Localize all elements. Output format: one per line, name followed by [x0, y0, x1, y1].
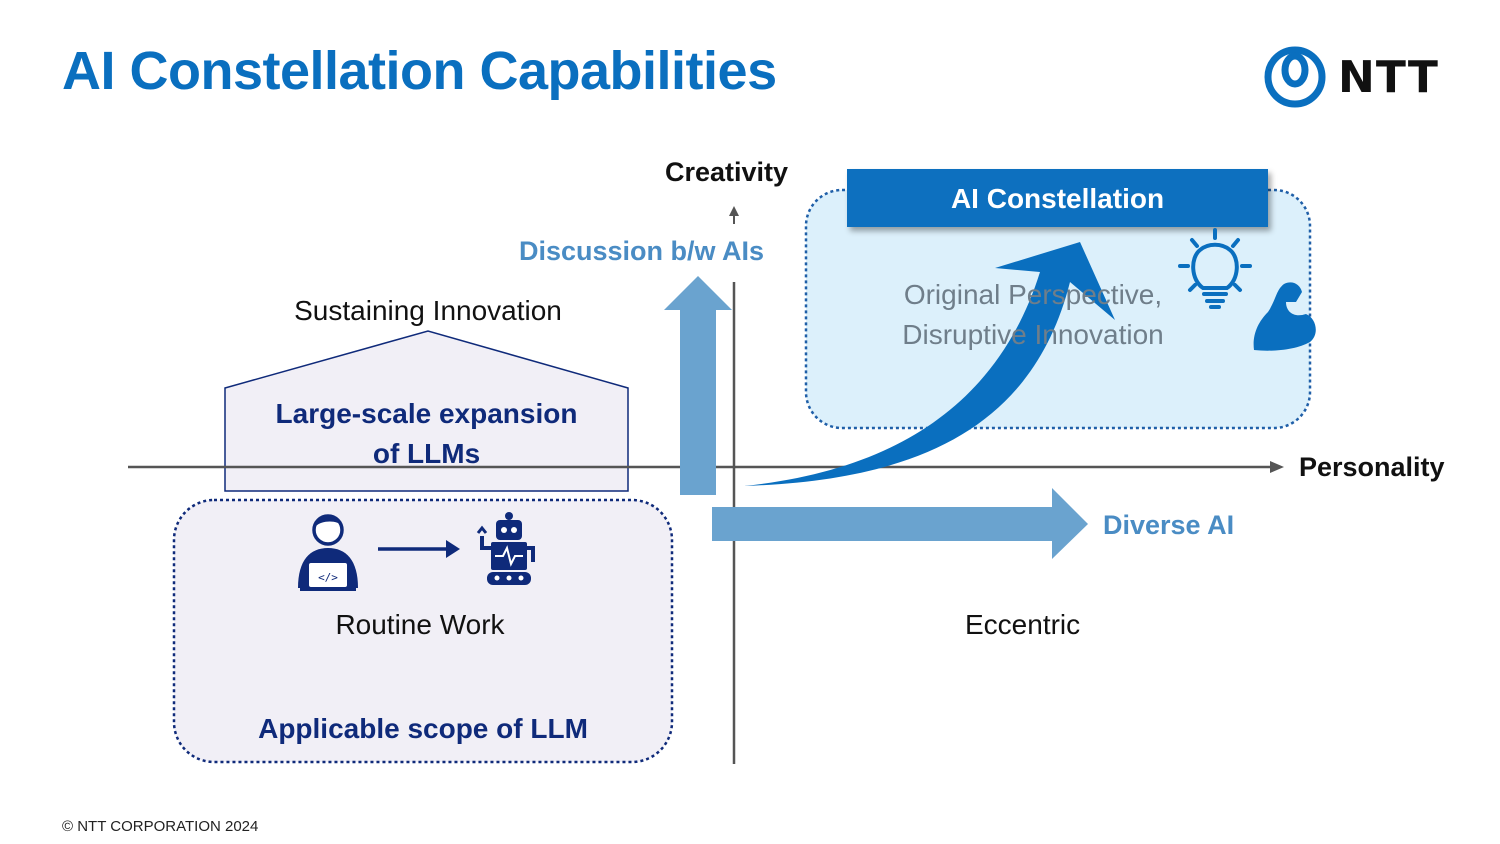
vertical-block-arrow	[664, 276, 732, 495]
y-axis-label: Creativity	[665, 157, 789, 187]
eccentric-label: Eccentric	[965, 609, 1081, 640]
lightbulb-icon	[1178, 228, 1252, 309]
constellation-line2: Disruptive Innovation	[902, 319, 1164, 350]
y-axis-arrowhead	[729, 206, 739, 216]
llm-scope-label: Applicable scope of LLM	[258, 713, 588, 744]
discussion-label: Discussion b/w AIs	[519, 236, 765, 266]
curved-growth-arrow	[744, 242, 1115, 486]
routine-work-label: Routine Work	[335, 609, 505, 640]
x-axis-arrowhead	[1270, 461, 1284, 473]
flexed-bicep-icon	[1253, 282, 1316, 351]
ai-constellation-badge-label: AI Constellation	[950, 183, 1165, 214]
llm-expansion-pentagon	[224, 330, 629, 492]
diverse-ai-label: Diverse AI	[1103, 510, 1235, 540]
developer-person-icon: </>	[298, 514, 358, 591]
x-axis-label: Personality	[1299, 452, 1445, 482]
ntt-logo-icon	[1264, 46, 1326, 108]
ntt-logo-text: NTT	[1338, 52, 1439, 103]
llm-expansion-line2: of LLMs	[372, 438, 481, 469]
svg-text:</>: </>	[318, 571, 338, 584]
llm-expansion-line1: Large-scale expansion	[275, 398, 578, 429]
sustaining-innovation-heading: Sustaining Innovation	[294, 295, 562, 326]
page-title: AI Constellation Capabilities	[62, 41, 777, 101]
constellation-line1: Original Perspective,	[903, 279, 1163, 310]
horizontal-block-arrow	[712, 488, 1088, 559]
ai-constellation-badge	[847, 169, 1268, 227]
copyright-footer: © NTT CORPORATION 2024	[62, 818, 259, 835]
llm-scope-region	[172, 498, 674, 764]
arrow-right-icon-head	[446, 540, 460, 558]
robot-icon	[476, 512, 535, 585]
